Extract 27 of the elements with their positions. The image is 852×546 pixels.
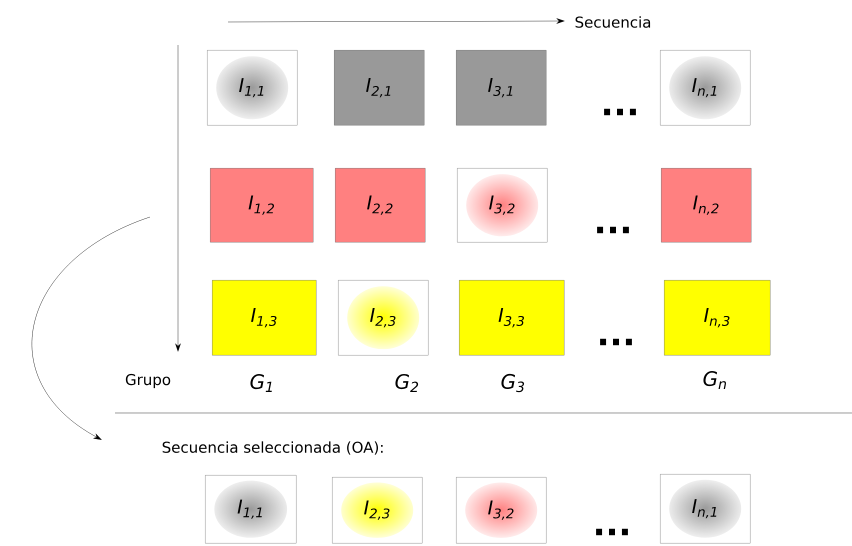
image-box: I$_{2,3}$ <box>338 280 428 356</box>
image-box: I$_{3,3}$ <box>459 280 564 356</box>
image-box: I$_{3,2}$ <box>456 477 546 544</box>
group-label: G$_{n}$ <box>703 371 726 389</box>
image-box: I$_{3,1}$ <box>456 50 546 126</box>
ellipsis: ... <box>600 338 632 346</box>
image-box: I$_{2,3}$ <box>332 477 422 544</box>
caption-text: Secuencia <box>576 16 650 28</box>
group-label: G$_{1}$ <box>250 374 272 392</box>
image-box: I$_{1,3}$ <box>212 280 316 356</box>
image-box: I$_{3,2}$ <box>457 168 548 242</box>
caption-text: Grupo <box>126 374 170 388</box>
image-box: I$_{1,1}$ <box>207 50 298 126</box>
ellipsis: ... <box>604 108 636 116</box>
image-box: I$_{1,1}$ <box>205 475 296 544</box>
group-label: G$_{3}$ <box>501 374 524 392</box>
ellipsis: ... <box>596 528 628 536</box>
caption-text: Secuencia seleccionada (OA): <box>162 441 383 455</box>
image-box: I$_{n,1}$ <box>660 50 750 126</box>
image-box: I$_{n,3}$ <box>664 280 770 356</box>
group-label: G$_{2}$ <box>395 374 418 392</box>
image-box: I$_{2,2}$ <box>335 168 426 242</box>
image-box: I$_{n,2}$ <box>661 168 752 242</box>
ellipsis: ... <box>597 226 629 234</box>
image-box: I$_{2,1}$ <box>334 50 424 126</box>
image-box: I$_{n,1}$ <box>660 474 750 544</box>
image-box: I$_{1,2}$ <box>210 168 314 242</box>
